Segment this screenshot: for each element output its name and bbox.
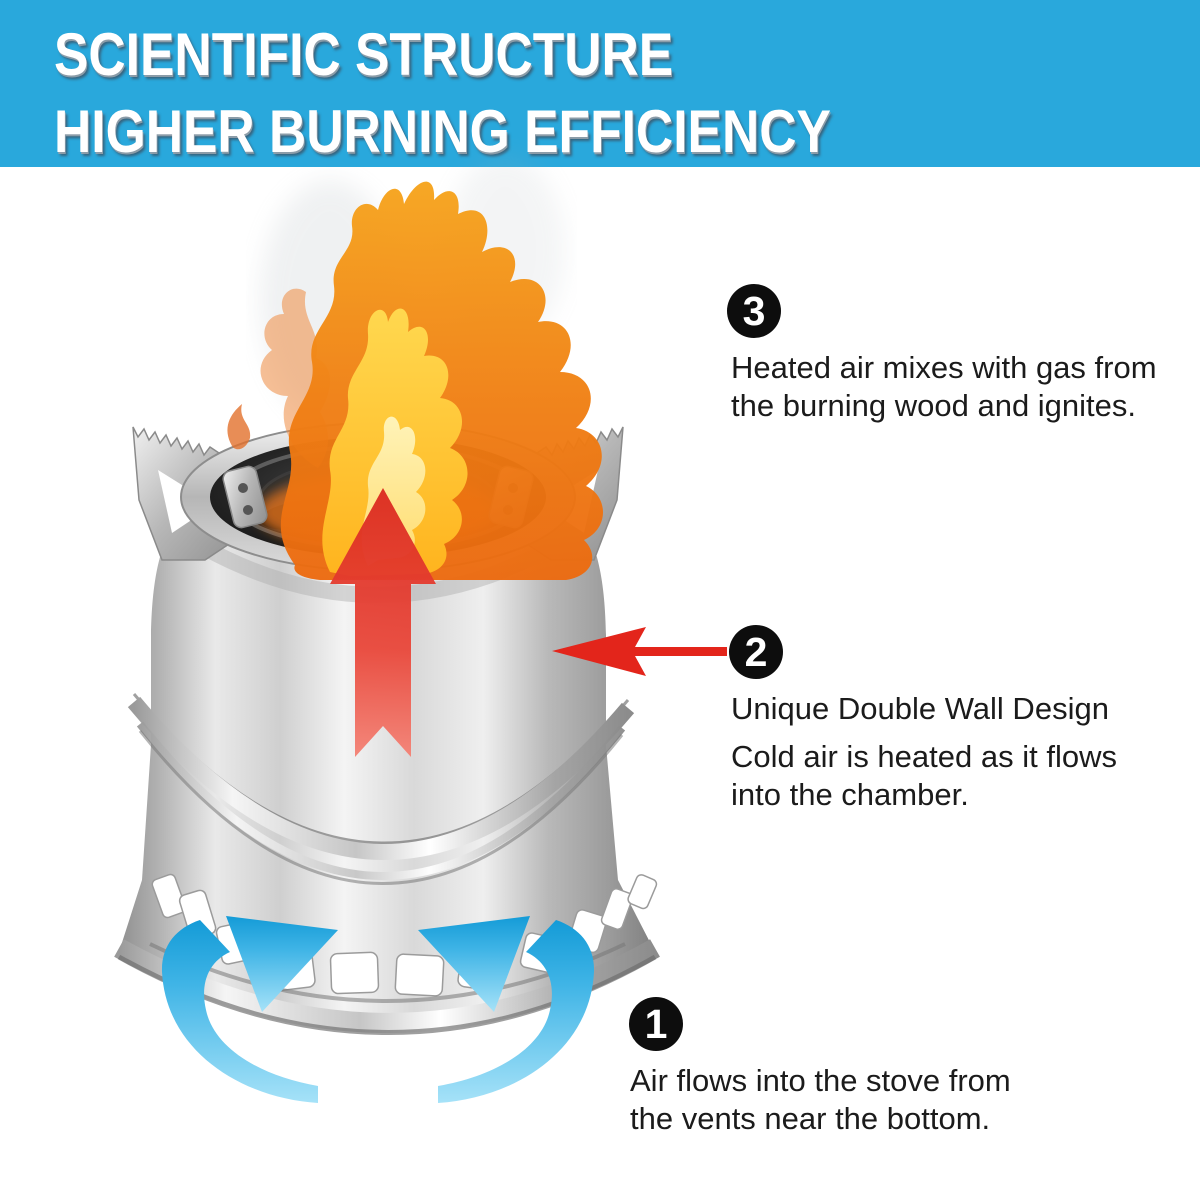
double-wall-pointer-arrow (552, 627, 727, 676)
step-1-line1: Air flows into the stove from (630, 1063, 1011, 1098)
banner-title-line1: SCIENTIFIC STRUCTURE (54, 21, 674, 88)
banner-title-line2: HIGHER BURNING EFFICIENCY (54, 98, 831, 165)
step-3-text: Heated air mixes with gas from the burni… (731, 349, 1157, 425)
banner: SCIENTIFIC STRUCTURE HIGHER BURNING EFFI… (0, 0, 1200, 167)
step-2-line2: into the chamber. (731, 777, 969, 812)
flame (227, 155, 603, 580)
step-2-line1: Cold air is heated as it flows (731, 739, 1117, 774)
step-1-line2: the vents near the bottom. (630, 1101, 991, 1136)
step-3-line1: Heated air mixes with gas from (731, 350, 1157, 385)
step-2-text: Cold air is heated as it flows into the … (731, 738, 1117, 814)
hot-air-up-arrow (330, 488, 436, 757)
step-1-badge: 1 (629, 997, 683, 1051)
air-swirl-left (161, 916, 338, 1103)
step-2-badge: 2 (729, 625, 783, 679)
flame-lick-detached (227, 404, 251, 450)
step-1-text: Air flows into the stove from the vents … (630, 1062, 1011, 1138)
step-3-line2: the burning wood and ignites. (731, 388, 1137, 423)
air-swirl-right (418, 916, 595, 1103)
step-2-heading: Unique Double Wall Design (731, 691, 1109, 726)
step-3-badge: 3 (727, 284, 781, 338)
